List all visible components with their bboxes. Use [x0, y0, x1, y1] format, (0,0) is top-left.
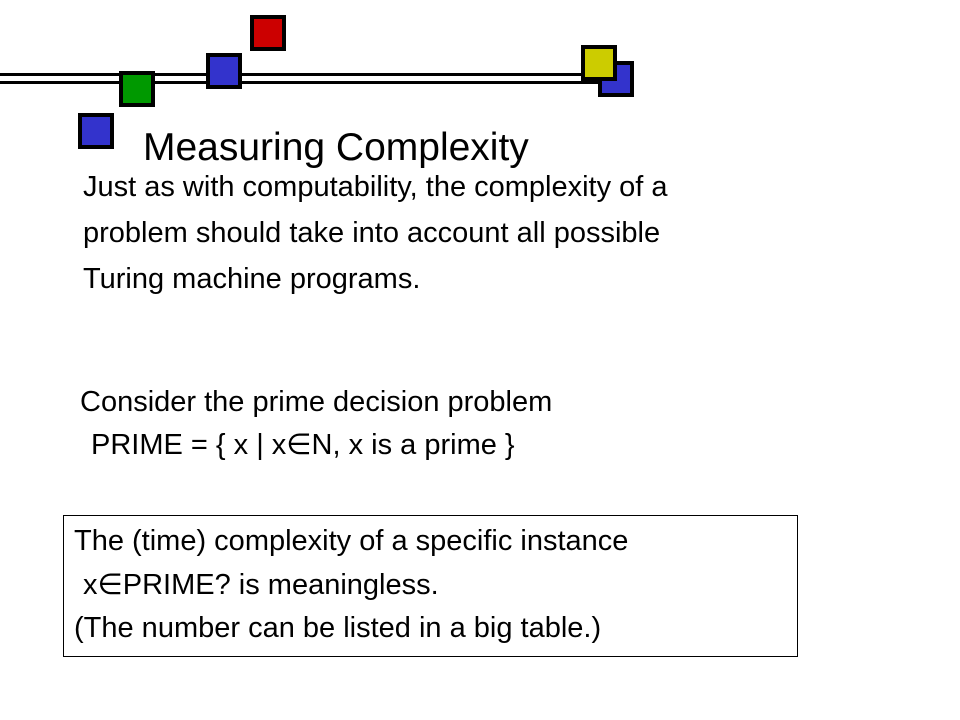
intro-line-2: problem should take into account all pos…: [83, 217, 661, 249]
boxed-note-line-2: x∈PRIME? is meaningless.: [83, 569, 439, 601]
blue-square-middle: [206, 53, 242, 89]
title-rule-top: [0, 73, 600, 76]
slide-title: Measuring Complexity: [143, 126, 529, 169]
red-square: [250, 15, 286, 51]
prime-definition: PRIME = { x | x∈N, x is a prime }: [91, 429, 515, 461]
consider-line: Consider the prime decision problem: [80, 386, 553, 418]
boxed-note-line-1: The (time) complexity of a specific inst…: [74, 525, 629, 557]
blue-square-lower-left: [78, 113, 114, 149]
boxed-note-line-3: (The number can be listed in a big table…: [74, 612, 602, 644]
intro-line-3: Turing machine programs.: [83, 263, 421, 295]
green-square: [119, 71, 155, 107]
intro-line-1: Just as with computability, the complexi…: [83, 171, 668, 203]
title-rule-bottom: [0, 81, 600, 84]
boxed-note: The (time) complexity of a specific inst…: [63, 515, 798, 657]
yellow-square: [581, 45, 617, 81]
